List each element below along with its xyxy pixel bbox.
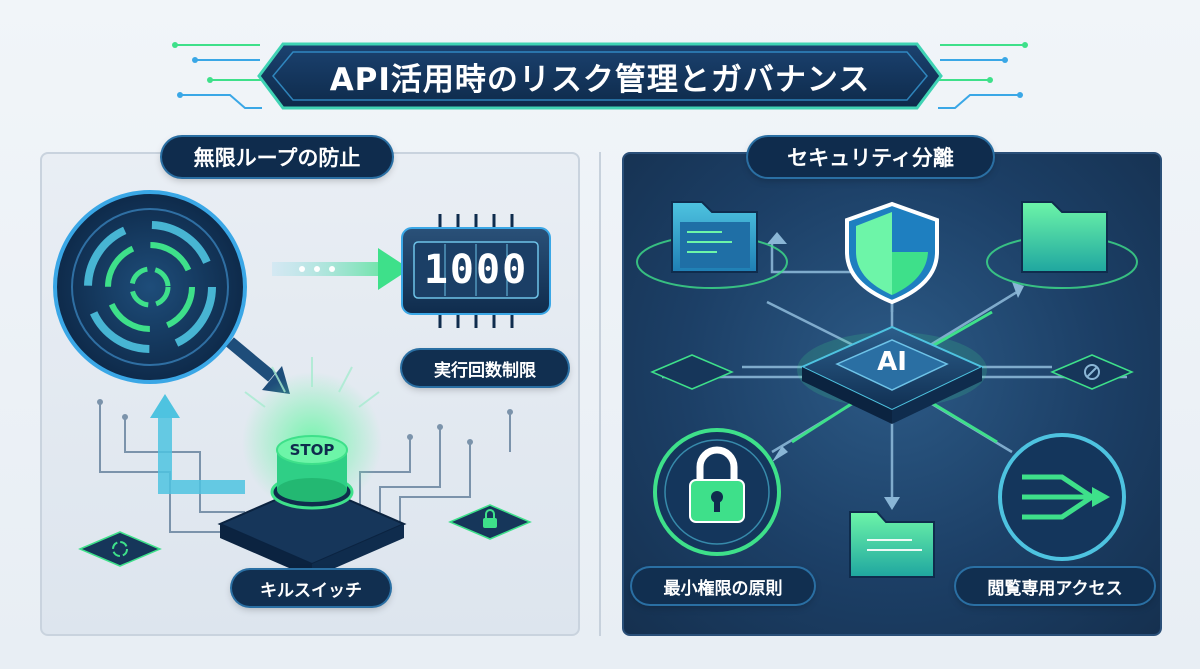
- least-privilege-label: 最小権限の原則: [632, 568, 814, 604]
- panel-divider: [599, 152, 601, 636]
- ai-chip-icon: [797, 325, 987, 424]
- title-banner-shape: [257, 42, 943, 110]
- small-loop-chip: [78, 531, 162, 567]
- kill-switch-label: キルスイッチ: [232, 570, 390, 606]
- lock-icon: [653, 428, 781, 556]
- page-title: API活用時のリスク管理とガバナンス: [329, 61, 871, 98]
- loop-prevention-heading: 無限ループの防止: [162, 137, 392, 177]
- execution-limit-label: 実行回数制限: [402, 350, 568, 386]
- banner-circuit-decoration: [172, 42, 1028, 109]
- folder-icon-bottom: [849, 511, 935, 578]
- shield-icon: [845, 201, 939, 305]
- security-isolation-heading: セキュリティ分離: [748, 137, 993, 177]
- folder-icon-top-right: [986, 201, 1138, 289]
- read-only-access-icon: [998, 433, 1126, 561]
- return-arrow-icon: [150, 394, 245, 494]
- ai-chip-label: AI: [877, 347, 907, 377]
- small-blocked-chip-right: [1050, 354, 1134, 390]
- loop-icon: [53, 190, 247, 384]
- title-banner: API活用時のリスク管理とガバナンス: [255, 40, 945, 112]
- counter-device: [401, 214, 551, 328]
- loop-prevention-illustration: [53, 190, 551, 578]
- counter-value: 1000: [423, 247, 529, 293]
- read-only-access-label: 閲覧専用アクセス: [956, 568, 1154, 604]
- security-isolation-illustration: [636, 201, 1138, 578]
- arrow-to-counter-icon: [272, 248, 410, 290]
- kill-switch-chip: [217, 357, 407, 578]
- stop-button: STOP: [289, 441, 335, 459]
- small-ai-chip-left: [650, 354, 734, 390]
- small-lock-chip: [448, 504, 532, 540]
- folder-icon-top-left: [636, 201, 788, 289]
